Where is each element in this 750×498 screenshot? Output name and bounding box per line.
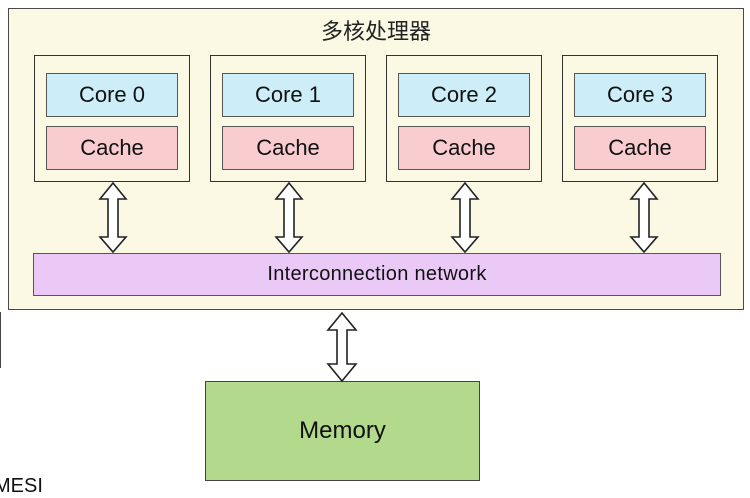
double-arrow-core0-network [98,181,128,254]
cache-label-0: Cache [46,126,178,170]
left-edge-fragment [0,312,1,368]
cache-label-1: Cache [222,126,354,170]
double-arrow-network-memory [326,311,358,383]
cache-label-3: Cache [574,126,706,170]
double-arrow-core2-network [450,181,480,254]
core-block-3: Core 3 Cache [562,55,718,182]
core-label-0: Core 0 [46,73,178,117]
core-block-2: Core 2 Cache [386,55,542,182]
core-block-0: Core 0 Cache [34,55,190,182]
processor-title: 多核处理器 [320,20,431,45]
interconnection-network: Interconnection network [33,253,721,296]
core-label-2: Core 2 [398,73,530,117]
memory-block: Memory [205,381,480,481]
double-arrow-core3-network [629,181,659,254]
core-label-1: Core 1 [222,73,354,117]
core-block-1: Core 1 Cache [210,55,366,182]
double-arrow-core1-network [274,181,304,254]
core-label-3: Core 3 [574,73,706,117]
cache-label-2: Cache [398,126,530,170]
